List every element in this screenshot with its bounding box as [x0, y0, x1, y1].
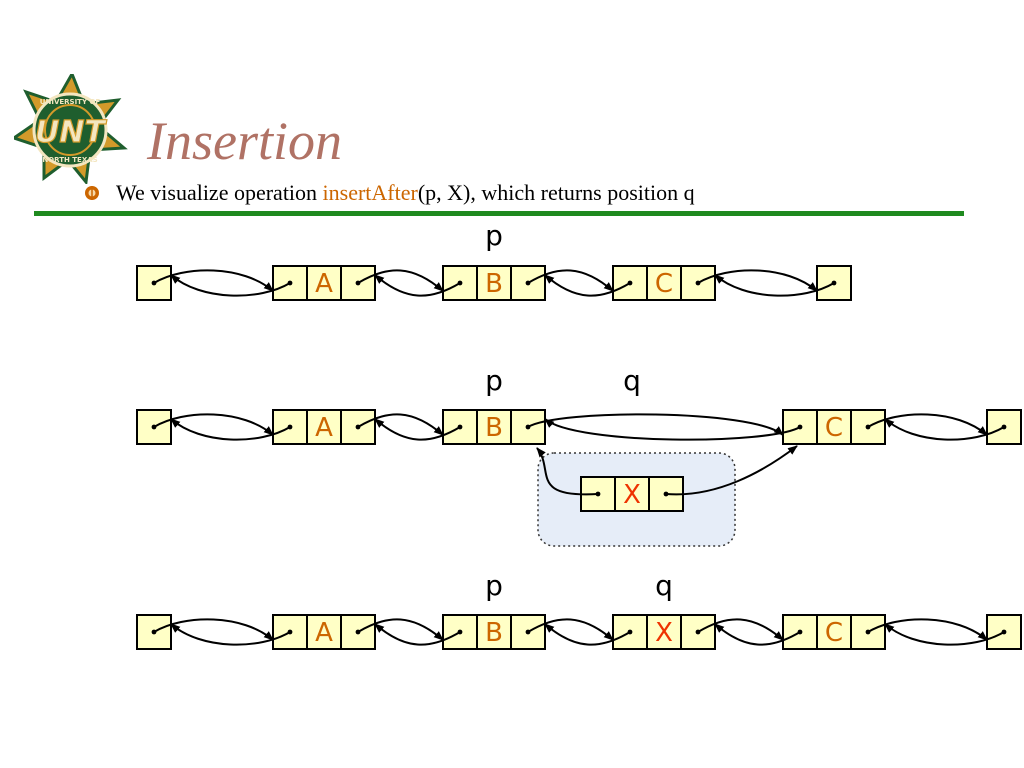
- element-label: C: [655, 269, 673, 299]
- node-before-B: B: [442, 265, 546, 301]
- next-link-arrow: [357, 618, 444, 641]
- bullet-prefix: We visualize operation: [116, 180, 323, 205]
- next-link-arrow: [527, 618, 614, 641]
- next-link-arrow: [697, 269, 818, 292]
- position-label-p: p: [485, 219, 503, 252]
- logo-ring-top: UNIVERSITY OF: [40, 98, 101, 106]
- prev-link-arrow: [544, 418, 801, 441]
- next-link-arrow: [153, 413, 274, 436]
- next-link-arrow: [867, 413, 988, 436]
- element-label: C: [825, 413, 843, 443]
- slide-title: Insertion: [147, 111, 342, 171]
- elem-cell: [646, 614, 682, 650]
- element-label: B: [485, 413, 503, 443]
- prev-link-arrow: [374, 274, 461, 297]
- prev-link-arrow: [374, 418, 461, 441]
- elem-cell: [816, 409, 852, 445]
- bullet-text: We visualize operation insertAfter(p, X)…: [116, 180, 695, 206]
- next-link-arrow: [357, 413, 444, 436]
- logo-wordmark: UNT: [35, 115, 107, 150]
- elem-cell: [476, 265, 512, 301]
- new-prev-link-arrow: [536, 447, 599, 496]
- prev-link-arrow: [544, 274, 631, 297]
- node-after-header: [136, 614, 172, 650]
- next-link-arrow: [697, 618, 784, 641]
- prev-link-arrow: [374, 623, 461, 646]
- element-label: A: [315, 269, 333, 299]
- next-cell: [510, 265, 546, 301]
- logo-ring-bottom: NORTH TEXAS: [42, 156, 97, 164]
- element-label: C: [825, 618, 843, 648]
- prev-link-arrow: [170, 418, 291, 441]
- node-during-X: X: [580, 476, 684, 512]
- bullet-item: We visualize operation insertAfter(p, X)…: [84, 180, 695, 206]
- prev-link-arrow: [884, 418, 1005, 441]
- node-after-X: X: [612, 614, 716, 650]
- bullet-icon: [85, 186, 99, 200]
- prev-link-arrow: [170, 274, 291, 297]
- unt-logo: UNIVERSITY OF NORTH TEXAS UNT: [14, 74, 128, 184]
- element-label: X: [655, 618, 673, 648]
- element-label: X: [623, 480, 641, 510]
- logo-inner: [44, 104, 96, 156]
- position-label-q: q: [623, 364, 641, 397]
- next-link-arrow: [867, 618, 988, 641]
- node-after-B: B: [442, 614, 546, 650]
- element-label: A: [315, 413, 333, 443]
- elem-cell: [476, 614, 512, 650]
- prev-link-arrow: [714, 274, 835, 297]
- position-label-p: p: [485, 364, 503, 397]
- title-rule: [34, 211, 964, 216]
- next-link-arrow: [357, 269, 444, 292]
- element-label: B: [485, 269, 503, 299]
- element-label: B: [485, 618, 503, 648]
- next-link-arrow: [153, 618, 274, 641]
- next-link-arrow: [527, 413, 784, 436]
- next-link-arrow: [153, 269, 274, 292]
- next-cell: [680, 614, 716, 650]
- position-label-q: q: [655, 569, 673, 602]
- new-next-link-arrow: [665, 445, 798, 496]
- elem-cell: [614, 476, 650, 512]
- bullet-suffix: (p, X), which returns position q: [417, 180, 695, 205]
- position-label-p: p: [485, 569, 503, 602]
- element-label: A: [315, 618, 333, 648]
- elem-cell: [306, 265, 342, 301]
- prev-link-arrow: [714, 623, 801, 646]
- next-link-arrow: [527, 269, 614, 292]
- bullet-method: insertAfter: [322, 180, 418, 205]
- prev-link-arrow: [884, 623, 1005, 646]
- prev-link-arrow: [544, 623, 631, 646]
- prev-link-arrow: [170, 623, 291, 646]
